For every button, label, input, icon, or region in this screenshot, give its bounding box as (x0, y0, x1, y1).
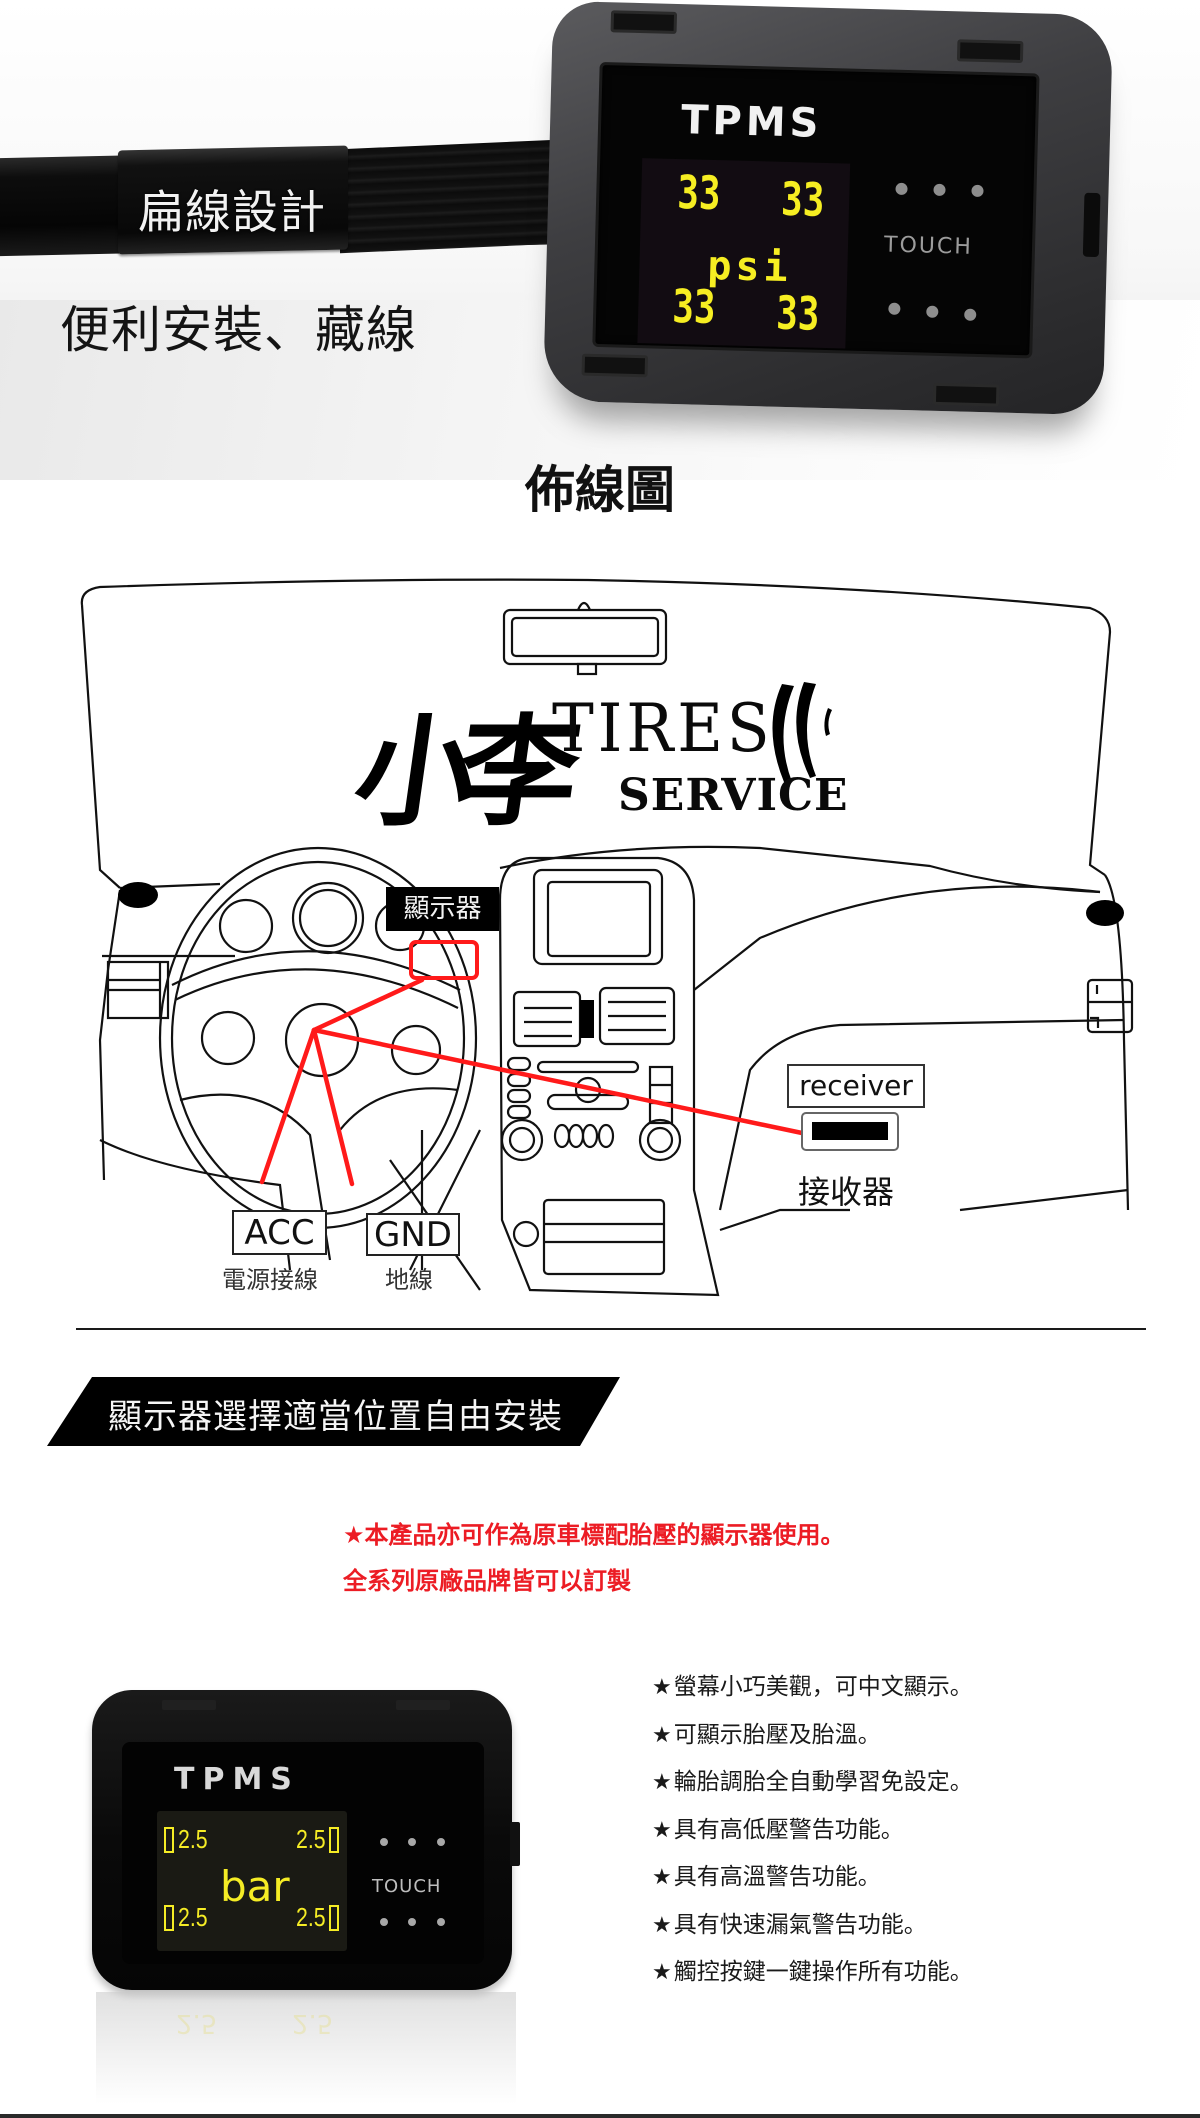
touch-dot-icon (408, 1918, 416, 1926)
star-icon: ★ (652, 1722, 672, 1748)
tire-logo-icon (772, 682, 832, 782)
mount-clip (932, 382, 1000, 407)
tire-rear-right: 33 (775, 285, 821, 341)
battery-indicator-icon (329, 1827, 339, 1853)
mount-slot (162, 1700, 216, 1710)
tpms-display-device-bar: TPMS 2.5 2.5 bar 2.5 2.5 TOUCH (92, 1690, 520, 1990)
mount-slot (396, 1700, 450, 1710)
feature-text: 可顯示胎壓及胎溫。 (673, 1721, 881, 1748)
gnd-label: GND (366, 1213, 460, 1256)
gnd-sublabel: 地線 (385, 1266, 433, 1294)
star-icon: ★ (652, 1865, 672, 1890)
touch-dot-icon (971, 184, 984, 198)
tire-rear-left: 2.5 (178, 1902, 208, 1932)
side-port (510, 1822, 520, 1866)
tpms-display-device-psi: TPMS 33 33 psi 33 33 TOUCH (542, 0, 1114, 416)
battery-indicator-icon (164, 1905, 174, 1931)
touch-dot-icon (380, 1918, 388, 1926)
feature-item: ★輪胎調胎全自動學習免設定。 (652, 1767, 973, 1815)
feature-text: 具有快速漏氣警告功能。 (673, 1911, 927, 1938)
mount-clip (610, 10, 678, 34)
feature-list: ★螢幕小巧美觀，可中文顯示。 ★可顯示胎壓及胎溫。 ★輪胎調胎全自動學習免設定。… (652, 1672, 973, 2005)
battery-indicator-icon (164, 1827, 174, 1853)
wiring-lines (259, 977, 805, 1187)
wiring-diagram: 小李 TIRES SERVICE 顯示器 receiver 接收器 ACC 電源… (60, 570, 1160, 1310)
flat-cable-ribbed-end (340, 138, 580, 254)
feature-item: ★具有快速漏氣警告功能。 (652, 1910, 973, 1958)
brand-logo-chinese: 小李 (346, 702, 571, 843)
touch-dot-icon (964, 308, 977, 321)
receiver-label: receiver (787, 1064, 925, 1108)
tire-rear-right: 2.5 (296, 1902, 326, 1932)
acc-label: ACC (232, 1210, 327, 1255)
device-screen: TPMS 33 33 psi 33 33 TOUCH (592, 61, 1040, 359)
wiring-diagram-title: 佈線圖 (525, 460, 675, 519)
custom-brand-note: 全系列原廠品牌皆可以訂製 (343, 1567, 631, 1595)
left-air-vent (118, 882, 158, 908)
page-bottom-border (0, 2114, 1200, 2118)
screen-brand: TPMS (680, 97, 824, 147)
feature-item: ★螢幕小巧美觀，可中文顯示。 (652, 1672, 973, 1720)
receiver-label-zh: 接收器 (798, 1173, 895, 1211)
touch-dot-icon (933, 183, 946, 197)
hero-product-photo: 扁線設計 便利安裝、藏線 TPMS 33 33 psi 33 33 TOUCH (0, 0, 1200, 480)
mount-clip (956, 39, 1024, 64)
star-icon: ★ (652, 1912, 672, 1938)
screen-brand: TPMS (174, 1762, 300, 1797)
tire-front-right: 33 (780, 171, 826, 227)
tire-front-left: 2.5 (178, 1824, 208, 1854)
acc-sublabel: 電源接線 (222, 1266, 318, 1294)
touch-dot-icon (408, 1838, 416, 1846)
pressure-unit: bar (220, 1862, 290, 1911)
touch-label[interactable]: TOUCH (372, 1876, 442, 1897)
brand-logo-service: SERVICE (618, 770, 849, 821)
pressure-unit: psi (706, 242, 793, 292)
star-icon: ★ (652, 1817, 672, 1843)
star-icon: ★ (652, 1960, 672, 1985)
feature-text: 觸控按鍵一鍵操作所有功能。 (673, 1959, 973, 1985)
feature-text: 螢幕小巧美觀，可中文顯示。 (673, 1674, 973, 1700)
install-banner (47, 1377, 620, 1446)
touch-label[interactable]: TOUCH (883, 232, 974, 260)
touch-dot-icon (926, 305, 939, 318)
display-location-highlight (409, 940, 479, 980)
tire-front-left: 33 (676, 165, 722, 221)
feature-text: 輪胎調胎全自動學習免設定。 (673, 1769, 973, 1795)
feature-item: ★具有高低壓警告功能。 (652, 1815, 973, 1863)
brand-logo-tires: TIRES (552, 690, 774, 767)
feature-text: 具有高低壓警告功能。 (673, 1816, 904, 1843)
display-label: 顯示器 (386, 887, 499, 931)
star-icon: ★ (652, 1770, 672, 1795)
touch-dot-icon (437, 1838, 445, 1846)
reflection-ghost-text: 2.5 (292, 2008, 334, 2038)
feature-item: ★具有高溫警告功能。 (652, 1862, 973, 1910)
touch-dot-icon (380, 1838, 388, 1846)
tire-front-right: 2.5 (296, 1824, 326, 1854)
side-port (1082, 192, 1101, 258)
tire-rear-left: 33 (671, 278, 717, 335)
flat-cable-label: 扁線設計 (138, 185, 326, 239)
mount-clip (581, 353, 649, 378)
receiver-icon (812, 1122, 888, 1140)
touch-dot-icon (437, 1918, 445, 1926)
feature-item: ★可顯示胎壓及胎溫。 (652, 1720, 973, 1768)
touch-dot-icon (888, 302, 901, 315)
oem-note: ★本產品亦可作為原車標配胎壓的顯示器使用。 (343, 1521, 845, 1549)
device-reflection: 2.5 2.5 (96, 1992, 516, 2104)
feature-item: ★觸控按鍵一鍵操作所有功能。 (652, 1957, 973, 2005)
section-divider (76, 1328, 1146, 1330)
dashboard-line-drawing (80, 578, 1134, 1297)
battery-indicator-icon (329, 1905, 339, 1931)
lcd-panel (157, 1811, 347, 1951)
feature-text: 具有高溫警告功能。 (673, 1864, 881, 1890)
star-icon: ★ (652, 1675, 672, 1700)
touch-dot-icon (895, 182, 908, 196)
reflection-ghost-text: 2.5 (176, 2008, 218, 2038)
hero-caption: 便利安裝、藏線 (60, 301, 417, 359)
install-banner-text: 顯示器選擇適當位置自由安裝 (108, 1397, 563, 1437)
right-air-vent (1086, 900, 1124, 926)
